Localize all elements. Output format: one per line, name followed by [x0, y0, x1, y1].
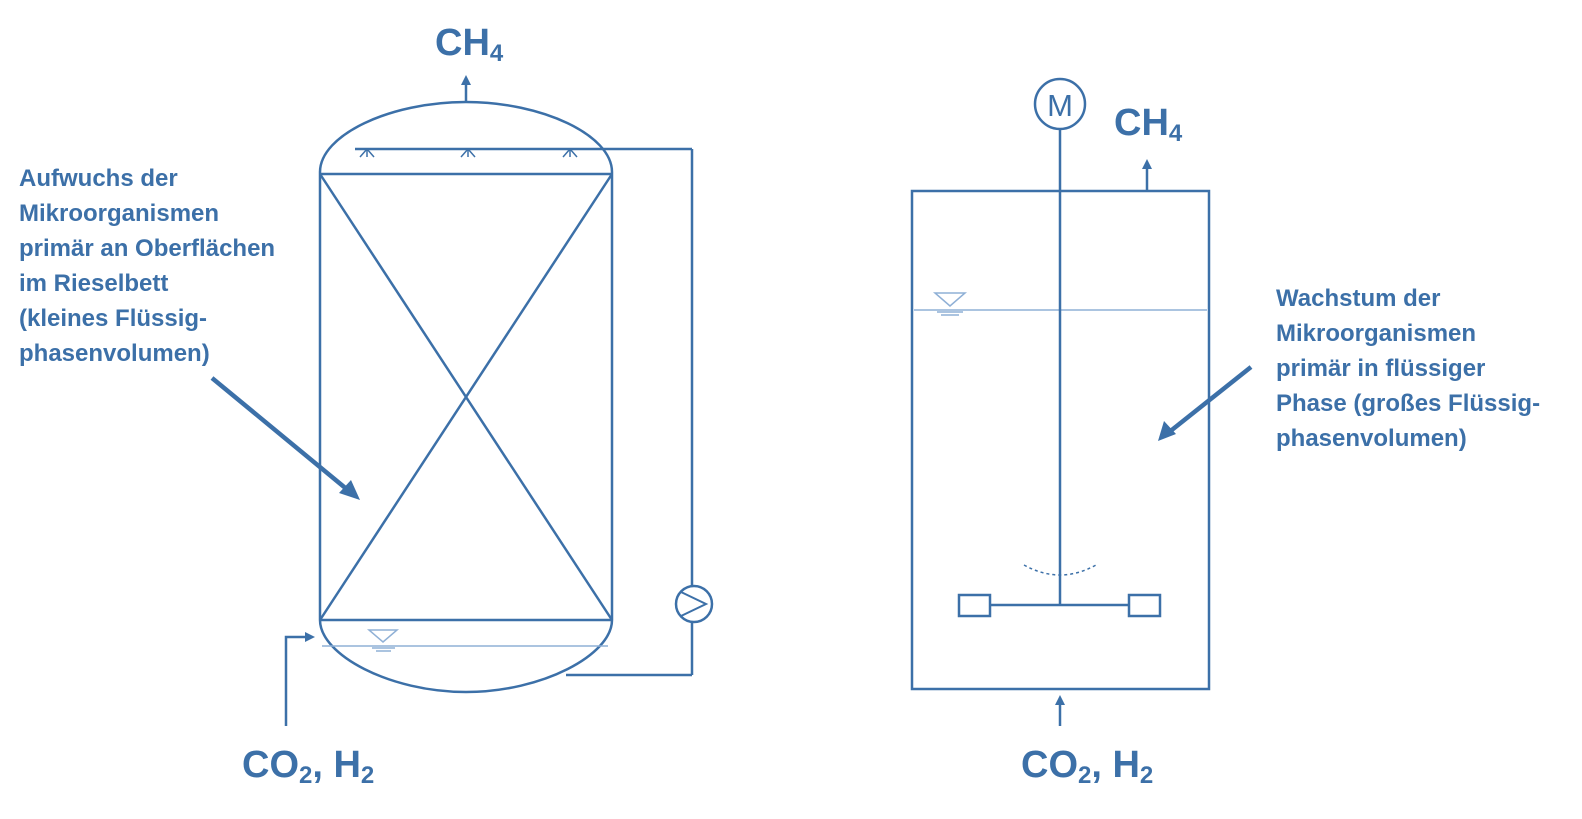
gas-formula: , H — [312, 744, 361, 786]
gas-formula: CO — [1021, 744, 1078, 786]
stirred-tank-annotation: Wachstum der Mikroorganismen primär in f… — [1276, 281, 1540, 456]
impeller-blade — [1127, 593, 1162, 618]
annotation-line: Mikroorganismen — [19, 200, 220, 227]
annotation-arrow — [210, 376, 351, 493]
trickle-bed-reactor — [210, 75, 714, 726]
annotation-line: Wachstum der — [1276, 285, 1441, 312]
gas-subscript: 2 — [360, 762, 375, 789]
annotation-line: primär an Oberflächen — [19, 235, 276, 262]
spray-nozzle-icon — [359, 148, 375, 158]
annotation-line: im Rieselbett — [19, 270, 169, 297]
gas-subscript: 2 — [299, 762, 313, 789]
gas-inlet-arrow — [284, 632, 315, 726]
annotation-line: primär in flüssiger — [1276, 355, 1486, 382]
stirred-tank-inlet-gas-label: CO2, H2 — [1021, 746, 1153, 788]
gas-subscript: 2 — [1078, 762, 1092, 789]
annotation-line: phasenvolumen) — [19, 340, 210, 367]
gas-subscript: 4 — [489, 40, 504, 67]
impeller-blade — [957, 593, 992, 618]
motor-label: M — [1047, 88, 1073, 123]
annotation-line: Aufwuchs der — [19, 165, 178, 192]
pump-icon — [674, 584, 714, 624]
gas-formula: , H — [1091, 744, 1140, 786]
gas-subscript: 2 — [1139, 762, 1154, 789]
liquid-level-icon — [932, 292, 968, 316]
packed-bed-diagonal — [318, 173, 614, 621]
trickle-bed-annotation: Aufwuchs der Mikroorganismen primär an O… — [19, 161, 275, 371]
stirred-tank-reactor — [910, 77, 1253, 726]
trickle-bed-outlet-gas-label: CH4 — [435, 24, 503, 66]
liquid-level-icon — [366, 629, 400, 652]
gas-formula: CH — [435, 22, 490, 64]
spray-nozzle-icon — [562, 148, 578, 158]
annotation-line: (kleines Flüssig- — [19, 305, 208, 332]
gas-subscript: 4 — [1168, 120, 1183, 147]
gas-formula: CH — [1114, 102, 1169, 144]
annotation-line: Phase (großes Flüssig- — [1276, 390, 1541, 417]
rotation-indicator-icon — [1023, 564, 1097, 576]
annotation-line: Mikroorganismen — [1276, 320, 1477, 347]
annotation-arrowhead — [339, 480, 360, 500]
annotation-arrowhead — [1158, 421, 1176, 441]
stirred-tank-outlet-gas-label: CH4 — [1114, 104, 1182, 146]
trickle-bed-inlet-gas-label: CO2, H2 — [242, 746, 374, 788]
gas-formula: CO — [242, 744, 299, 786]
spray-nozzle-icon — [460, 148, 476, 158]
annotation-arrow — [1166, 365, 1253, 435]
annotation-line: phasenvolumen) — [1276, 425, 1467, 452]
